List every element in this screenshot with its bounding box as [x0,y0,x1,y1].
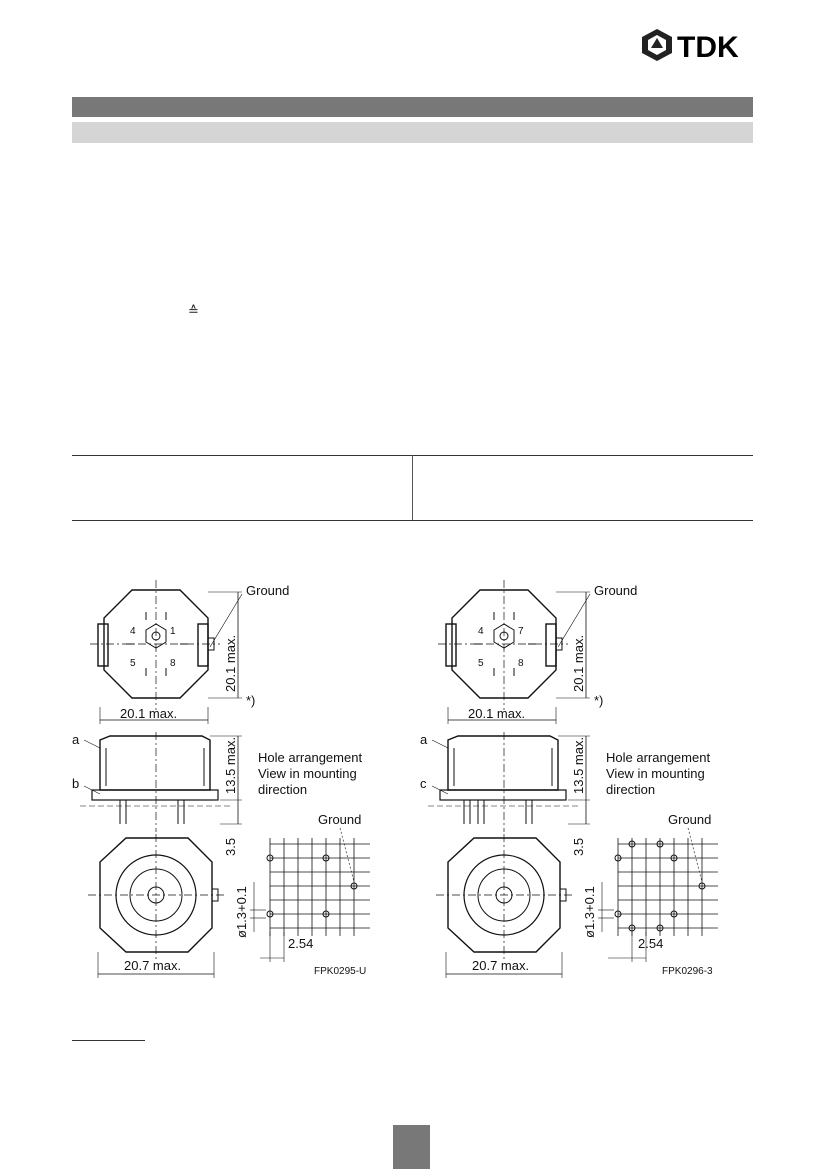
svg-text:7: 7 [518,626,524,637]
svg-text:*): *) [246,693,255,708]
header-bar [72,97,753,117]
drawing-left [80,580,371,978]
svg-text:FPK0296-3: FPK0296-3 [662,966,713,977]
svg-text:4: 4 [478,626,484,637]
tdk-logo: TDK [642,29,739,64]
svg-text:13.5 max.: 13.5 max. [223,737,238,794]
tdk-symbol-icon [642,29,672,61]
svg-text:Ground: Ground [318,812,361,827]
footnote-rule [72,1040,145,1041]
svg-text:c: c [420,776,427,791]
info-table [72,455,753,521]
dimension-drawings: Ground 20.1 max. 20.1 max. *) a b 13.5 m… [72,580,719,978]
svg-text:*): *) [594,693,603,708]
svg-text:Hole arrangement: Hole arrangement [606,750,710,765]
svg-text:Ground: Ground [246,583,289,598]
svg-text:20.1 max.: 20.1 max. [571,635,586,692]
svg-text:8: 8 [170,658,176,669]
svg-text:4: 4 [130,626,136,637]
svg-text:2.54: 2.54 [288,936,313,951]
svg-text:5: 5 [478,658,484,669]
svg-text:20.1 max.: 20.1 max. [468,706,525,721]
svg-text:13.5 max.: 13.5 max. [571,737,586,794]
svg-text:8: 8 [518,658,524,669]
svg-text:direction: direction [606,782,655,797]
svg-text:b: b [72,776,79,791]
svg-text:View in mounting: View in mounting [606,766,705,781]
svg-text:20.1 max.: 20.1 max. [223,635,238,692]
svg-text:ø1.3+0.1: ø1.3+0.1 [582,886,597,938]
drawing-right [428,580,719,978]
svg-text:Ground: Ground [594,583,637,598]
svg-text:20.1 max.: 20.1 max. [120,706,177,721]
brand-name: TDK [677,31,739,64]
svg-text:3.5: 3.5 [223,838,238,856]
svg-text:3.5: 3.5 [571,838,586,856]
drawing-left-labels: Ground 20.1 max. 20.1 max. *) a b 13.5 m… [72,583,366,977]
drawing-right-labels: Ground 20.1 max. 20.1 max. *) a c 13.5 m… [420,583,713,977]
subheader-bar [72,122,753,143]
svg-text:5: 5 [130,658,136,669]
svg-text:View in mounting: View in mounting [258,766,357,781]
svg-text:FPK0295-U: FPK0295-U [314,966,366,977]
svg-text:Hole arrangement: Hole arrangement [258,750,362,765]
page-number-tab [393,1125,430,1169]
svg-text:direction: direction [258,782,307,797]
svg-text:Ground: Ground [668,812,711,827]
svg-text:1: 1 [170,626,176,637]
svg-text:a: a [420,732,428,747]
svg-text:2.54: 2.54 [638,936,663,951]
svg-text:a: a [72,732,80,747]
corresponds-symbol: ≙ [188,303,199,318]
svg-text:20.7 max.: 20.7 max. [124,958,181,973]
svg-text:20.7 max.: 20.7 max. [472,958,529,973]
svg-text:ø1.3+0.1: ø1.3+0.1 [234,886,249,938]
